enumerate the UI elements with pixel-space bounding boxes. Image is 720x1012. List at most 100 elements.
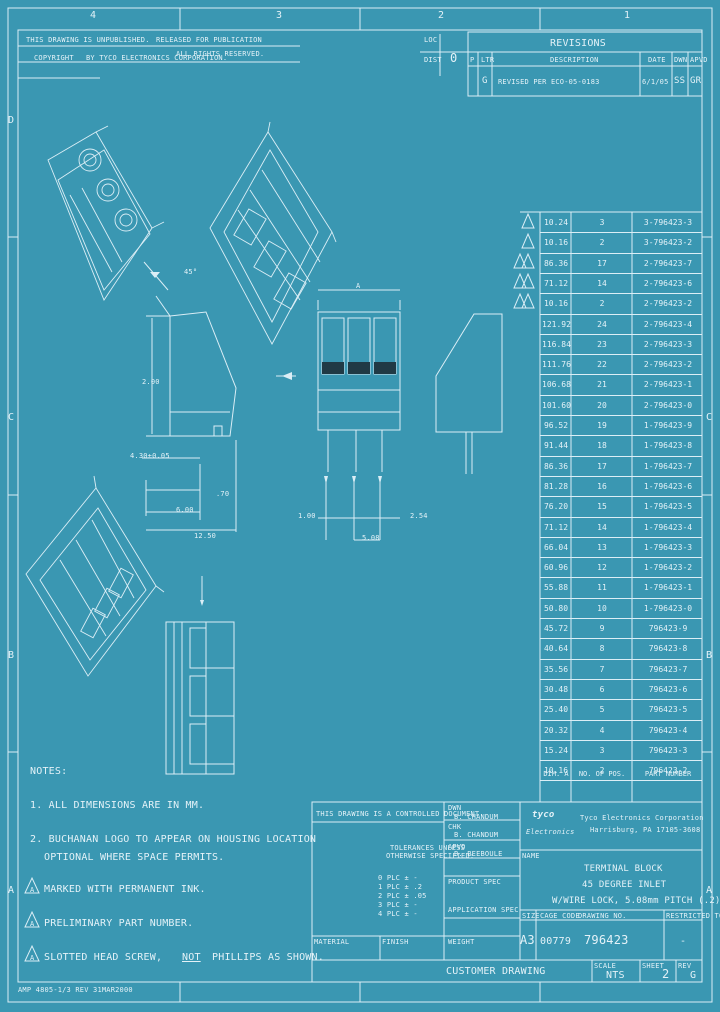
table-row-divider xyxy=(540,638,702,639)
table-cell-pos: 15 xyxy=(597,502,607,511)
table-cell-part: 796423-6 xyxy=(648,685,688,694)
part-name-2: 45 DEGREE INLET xyxy=(582,880,667,890)
tol-line1: TOLERANCES UNLESS xyxy=(390,844,466,852)
table-cell-dim: 86.36 xyxy=(543,259,569,268)
tol-row-1: 1 PLC ± .2 xyxy=(378,883,423,891)
table-cell-pos: 7 xyxy=(599,665,605,674)
rev-row-apvd: GR xyxy=(690,76,702,86)
rev-head-desc: DESCRIPTION xyxy=(550,56,599,64)
table-cell-part: 1-796423-8 xyxy=(643,441,693,450)
table-row-divider xyxy=(540,780,702,781)
note-5-flag: A xyxy=(30,954,35,962)
note-1: 1. ALL DIMENSIONS ARE IN MM. xyxy=(30,800,205,811)
dim-4-30: 4.30±0.05 xyxy=(130,452,170,460)
table-cell-dim: 25.40 xyxy=(543,705,569,714)
table-cell-dim: 15.24 xyxy=(543,746,569,755)
table-cell-dim: 106.68 xyxy=(542,380,571,389)
brand-sub: Electronics xyxy=(526,828,575,836)
table-cell-pos: 14 xyxy=(597,523,607,532)
table-cell-pos: 21 xyxy=(597,380,607,389)
table-cell-dim: 30.48 xyxy=(543,685,569,694)
header-line2: COPYRIGHT xyxy=(34,54,74,62)
part-name-1: TERMINAL BLOCK xyxy=(584,864,663,874)
table-cell-pos: 10 xyxy=(597,604,607,613)
table-row-divider xyxy=(540,577,702,578)
finish-label: FINISH xyxy=(382,938,409,946)
table-cell-part: 2-796423-1 xyxy=(643,380,693,389)
table-row-divider xyxy=(540,537,702,538)
note-5c: PHILLIPS AS SHOWN. xyxy=(212,952,324,963)
table-cell-dim: 71.12 xyxy=(543,279,569,288)
table-cell-pos: 2 xyxy=(599,766,605,775)
zone-side-a-right: A xyxy=(706,885,713,896)
table-row-divider xyxy=(540,273,702,274)
rev-head-date: DATE xyxy=(648,56,666,64)
rev-label: REV xyxy=(678,962,692,970)
dim-2-00: 2.00 xyxy=(142,378,160,386)
table-cell-part: 2-796423-0 xyxy=(643,401,693,410)
table-cell-pos: 4 xyxy=(599,726,605,735)
table-row-divider xyxy=(540,314,702,315)
header-line3: ALL RIGHTS RESERVED. xyxy=(176,50,265,58)
note-5b: NOT xyxy=(182,952,201,963)
apvd-name: B. BEEBOULE xyxy=(454,850,503,858)
table-cell-dim: 45.72 xyxy=(543,624,569,633)
table-cell-dim: 76.20 xyxy=(543,502,569,511)
table-cell-pos: 14 xyxy=(597,279,607,288)
zone-top-3: 3 xyxy=(276,10,283,21)
table-cell-dim: 111.76 xyxy=(542,360,571,369)
table-cell-pos: 17 xyxy=(597,462,607,471)
apvd-label: APVD xyxy=(448,843,466,851)
table-cell-pos: 11 xyxy=(597,583,607,592)
rev-head-dwn: DWN xyxy=(674,56,688,64)
table-row-divider xyxy=(540,232,702,233)
dist-value: 0 xyxy=(450,51,458,65)
table-cell-part: 1-796423-9 xyxy=(643,421,693,430)
dim-12-50: 12.50 xyxy=(194,532,217,540)
table-row-divider xyxy=(540,374,702,375)
header-line2b: BY TYCO ELECTRONICS CORPORATION. xyxy=(86,54,228,62)
table-cell-dim: 50.80 xyxy=(543,604,569,613)
table-cell-dim: 55.88 xyxy=(543,583,569,592)
table-row-divider xyxy=(540,435,702,436)
tol-row-2: 2 PLC ± .05 xyxy=(378,892,427,900)
table-cell-part: 1-796423-2 xyxy=(643,563,693,572)
scale-value: NTS xyxy=(606,970,625,981)
brand-logo: tyco xyxy=(532,810,555,820)
size-label: SIZE xyxy=(522,912,540,920)
table-cell-pos: 23 xyxy=(597,340,607,349)
table-cell-pos: 3 xyxy=(599,746,605,755)
table-cell-dim: 10.16 xyxy=(543,766,569,775)
table-cell-pos: 13 xyxy=(597,543,607,552)
dim-6-00: 6.00 xyxy=(176,506,194,514)
table-cell-pos: 3 xyxy=(599,218,605,227)
customer-drawing: CUSTOMER DRAWING xyxy=(446,966,546,977)
dim-1-00: 1.00 xyxy=(298,512,316,520)
table-row-divider xyxy=(540,517,702,518)
table-row-divider xyxy=(540,659,702,660)
table-cell-pos: 9 xyxy=(599,624,605,633)
controlled-doc: THIS DRAWING IS A CONTROLLED DOCUMENT. xyxy=(316,810,484,818)
dwn-label: DWN xyxy=(448,804,462,812)
table-row-divider xyxy=(540,476,702,477)
table-cell-part: 796423-8 xyxy=(648,644,688,653)
table-row-divider xyxy=(540,253,702,254)
loc-label: LOC xyxy=(424,36,438,44)
rev-row-dwn: SS xyxy=(674,76,686,86)
table-cell-pos: 2 xyxy=(599,299,605,308)
rev-value: G xyxy=(690,970,697,981)
cage-value: 00779 xyxy=(540,936,572,947)
table-cell-part: 796423-3 xyxy=(648,746,688,755)
table-cell-part: 2-796423-3 xyxy=(643,340,693,349)
weight-label: WEIGHT xyxy=(448,938,475,946)
dwg-label: DRAWING NO. xyxy=(578,912,627,920)
zone-top-2: 2 xyxy=(438,10,445,21)
table-cell-part: 2-796423-2 xyxy=(643,360,693,369)
table-cell-dim: 116.84 xyxy=(542,340,571,349)
table-cell-pos: 2 xyxy=(599,238,605,247)
header-line1: THIS DRAWING IS UNPUBLISHED. xyxy=(26,36,150,44)
note-3-flag: A xyxy=(30,886,35,894)
table-cell-pos: 6 xyxy=(599,685,605,694)
note-5a: SLOTTED HEAD SCREW, xyxy=(44,952,163,963)
